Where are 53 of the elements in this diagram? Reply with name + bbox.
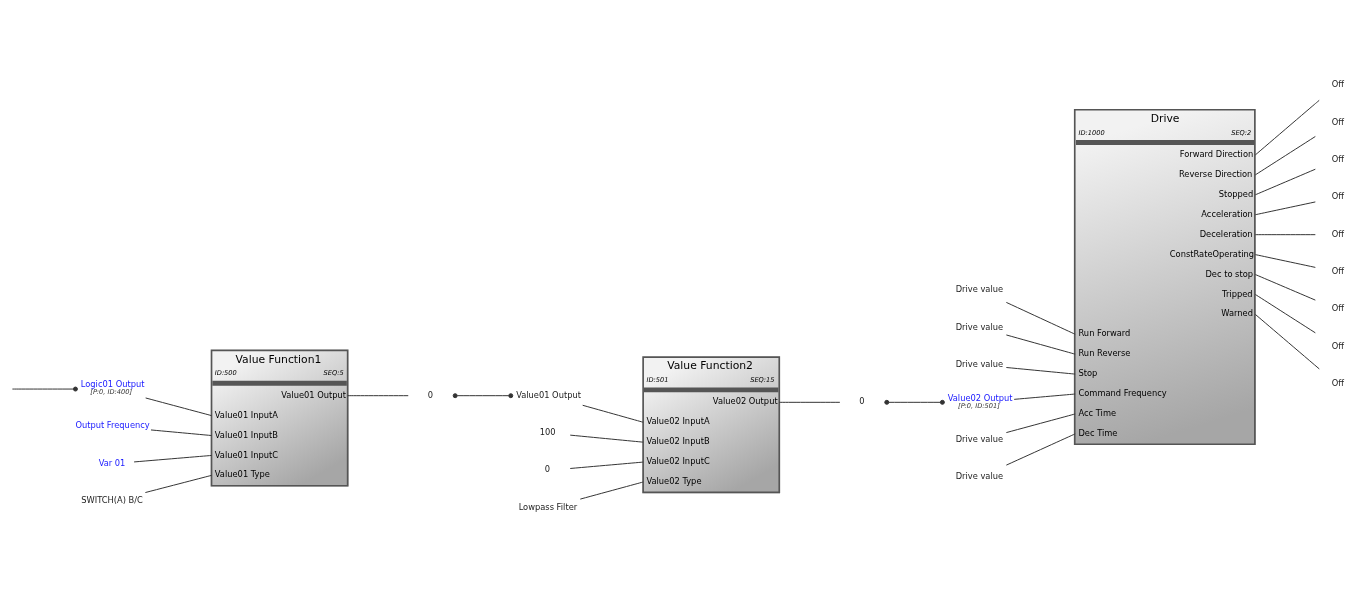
node-text: Off: [1331, 153, 1344, 164]
node-text: Drive value: [955, 358, 1004, 369]
connector: [582, 404, 644, 423]
node-text: Off: [1331, 190, 1344, 201]
connector: [1005, 301, 1076, 335]
node-text: Value02 Output: [947, 392, 1013, 403]
node-text: 0: [544, 463, 551, 474]
node-text: Var 01: [98, 457, 126, 468]
node-text: Logic01 Output: [80, 378, 145, 389]
connector: [1254, 313, 1320, 369]
node-text: Output Frequency: [75, 419, 150, 430]
node-text: Off: [1331, 302, 1344, 313]
connector: [1005, 333, 1076, 355]
connector: [1254, 233, 1316, 235]
node-text: 0: [427, 389, 434, 400]
connector: [579, 481, 644, 500]
node-text: Off: [1331, 78, 1344, 89]
node-text: Drive value: [955, 433, 1004, 444]
connector: [778, 401, 841, 403]
connector: [1254, 200, 1316, 215]
connector: [1005, 366, 1076, 375]
connector: [133, 454, 213, 462]
node-text: Off: [1331, 228, 1344, 239]
node-text: Value01 Output: [516, 389, 581, 400]
node-text: 100: [539, 426, 556, 437]
connector: [145, 396, 213, 416]
node-text: Off: [1331, 265, 1344, 276]
connector: [452, 392, 514, 398]
node-text: SWITCH(A) B/C: [81, 494, 143, 505]
node-text: Off: [1331, 116, 1344, 127]
node-text: Drive value: [955, 283, 1004, 294]
connector: [1254, 253, 1316, 268]
connector: [1254, 99, 1320, 155]
node-text: Off: [1331, 377, 1344, 388]
connector: [1254, 135, 1316, 175]
connector: [347, 394, 409, 396]
connector: [150, 428, 213, 436]
node-text: Drive value: [955, 470, 1004, 481]
connector: [884, 399, 945, 405]
connector: [1005, 412, 1076, 433]
connector: [1005, 432, 1076, 466]
node-text: 0: [859, 395, 865, 406]
connector: [1013, 393, 1076, 400]
node-text: Lowpass Filter: [518, 501, 578, 512]
connector: [569, 434, 644, 443]
connector: [1254, 293, 1316, 333]
connector: [11, 388, 74, 390]
connector: [144, 474, 213, 493]
node-text: Drive value: [955, 321, 1004, 332]
connector: [569, 461, 644, 469]
node-text: Off: [1331, 340, 1344, 351]
connector: [1254, 273, 1316, 301]
connector: [1254, 168, 1316, 195]
